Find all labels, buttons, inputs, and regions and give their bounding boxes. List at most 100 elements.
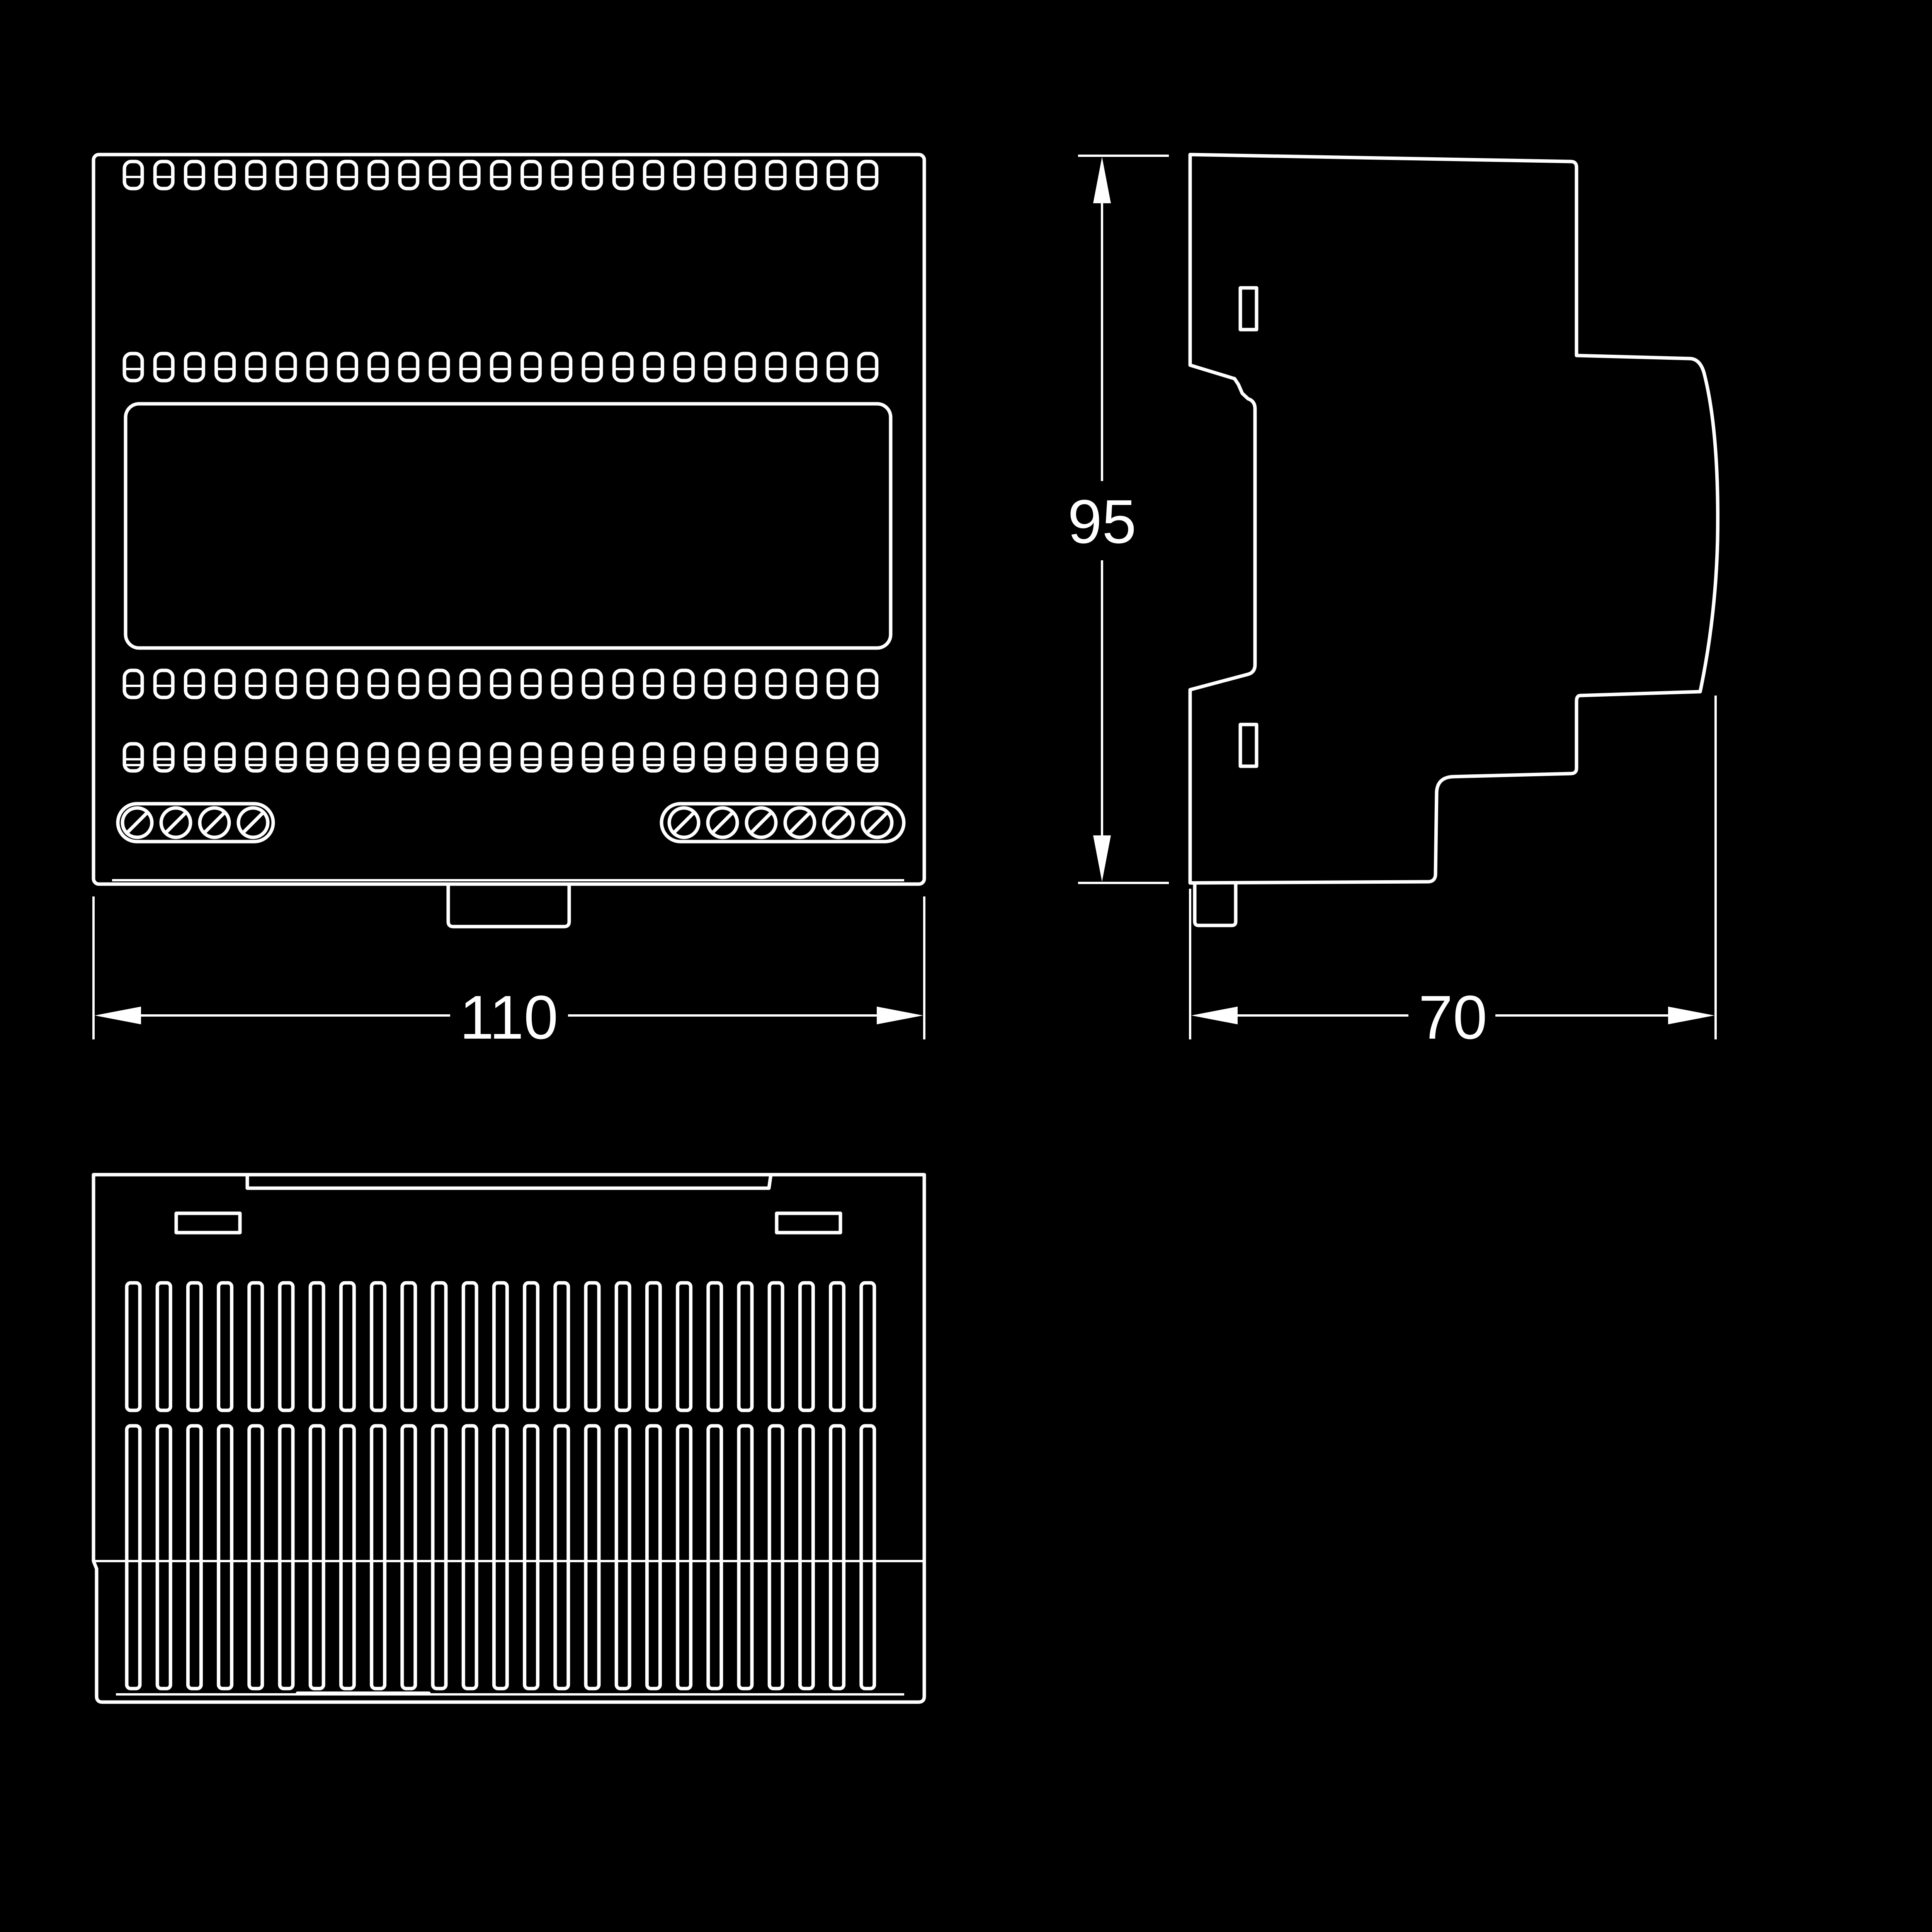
depth-arrow-left (1191, 1007, 1238, 1024)
screw-head (783, 806, 816, 839)
height-arrow-top (1093, 157, 1111, 203)
terminal (582, 160, 603, 190)
terminal-row-upper (122, 352, 879, 383)
vent-slot (370, 1281, 387, 1412)
screw-slot (789, 811, 811, 834)
width-arrow-left (95, 1007, 141, 1024)
vent-slot (829, 1281, 846, 1412)
front-housing-outline (92, 153, 926, 886)
screw-block-right (660, 802, 906, 844)
terminal (857, 668, 879, 699)
vent-slot (706, 1281, 723, 1412)
vent-slot (737, 1424, 754, 1690)
terminal (122, 160, 144, 190)
terminal (765, 742, 787, 773)
terminal (490, 352, 511, 383)
side-slot-top (1238, 286, 1259, 332)
height-arrow-bottom (1093, 835, 1111, 882)
terminal (337, 668, 358, 699)
vent-slot (829, 1424, 846, 1690)
terminal (582, 668, 603, 699)
terminal (551, 668, 573, 699)
terminal (276, 160, 297, 190)
vent-slot (400, 1281, 417, 1412)
terminal (827, 160, 848, 190)
vent-slot (645, 1281, 662, 1412)
vent-row-upper (125, 1281, 876, 1412)
terminal-row-top (122, 160, 879, 190)
terminal (612, 352, 634, 383)
terminal (735, 742, 756, 773)
terminal (857, 160, 879, 190)
screws-right (667, 806, 894, 839)
terminal (245, 668, 267, 699)
vent-slot (125, 1281, 142, 1412)
vent-slot (400, 1424, 417, 1690)
terminal (673, 742, 695, 773)
width-arrow-right (877, 1007, 923, 1024)
terminal (827, 668, 848, 699)
terminal (122, 668, 144, 699)
terminal (214, 160, 236, 190)
terminal (367, 160, 389, 190)
screw-slot (126, 811, 148, 834)
terminal (551, 742, 573, 773)
vent-slot (798, 1281, 815, 1412)
vent-slot (186, 1424, 203, 1690)
terminal (153, 742, 175, 773)
terminal (337, 160, 358, 190)
terminal (398, 668, 420, 699)
vent-slot (461, 1281, 478, 1412)
vent-slot (614, 1424, 631, 1690)
display-window (124, 402, 893, 650)
terminal (429, 742, 450, 773)
terminal (306, 352, 328, 383)
screw-slot (242, 811, 264, 834)
terminal (735, 668, 756, 699)
terminal (520, 352, 542, 383)
terminal (367, 668, 389, 699)
vent-slot (339, 1424, 356, 1690)
vent-slot (308, 1281, 325, 1412)
terminal (735, 160, 756, 190)
terminal (276, 668, 297, 699)
screw-slot (203, 811, 226, 834)
screw-slot (827, 811, 850, 834)
terminal (827, 742, 848, 773)
vent-slot (859, 1424, 876, 1690)
terminal (765, 160, 787, 190)
terminal (857, 352, 879, 383)
vent-slot (247, 1281, 264, 1412)
terminal (673, 160, 695, 190)
vent-slot (523, 1281, 540, 1412)
terminal (398, 742, 420, 773)
terminal (459, 352, 481, 383)
terminal (796, 742, 817, 773)
front-view (92, 153, 926, 929)
vent-slot (155, 1281, 172, 1412)
terminal (306, 742, 328, 773)
screw-head (159, 806, 192, 839)
vent-slot (217, 1281, 234, 1412)
vent-slot (614, 1281, 631, 1412)
vent-row-lower (125, 1424, 876, 1690)
vent-slot (492, 1424, 509, 1690)
terminal (459, 668, 481, 699)
screw-block-left (116, 802, 275, 844)
screw-slot (866, 811, 888, 834)
side-clip-foot (1193, 881, 1238, 927)
terminal (612, 160, 634, 190)
vent-slot (370, 1424, 387, 1690)
vent-slot (492, 1281, 509, 1412)
vent-slot (155, 1424, 172, 1690)
terminal (276, 352, 297, 383)
terminal (306, 160, 328, 190)
terminal (643, 668, 664, 699)
terminal (398, 352, 420, 383)
terminal (337, 742, 358, 773)
vent-slot (308, 1424, 325, 1690)
terminal (214, 742, 236, 773)
depth-label: 70 (1418, 983, 1487, 1052)
terminal (643, 742, 664, 773)
terminal (857, 742, 879, 773)
